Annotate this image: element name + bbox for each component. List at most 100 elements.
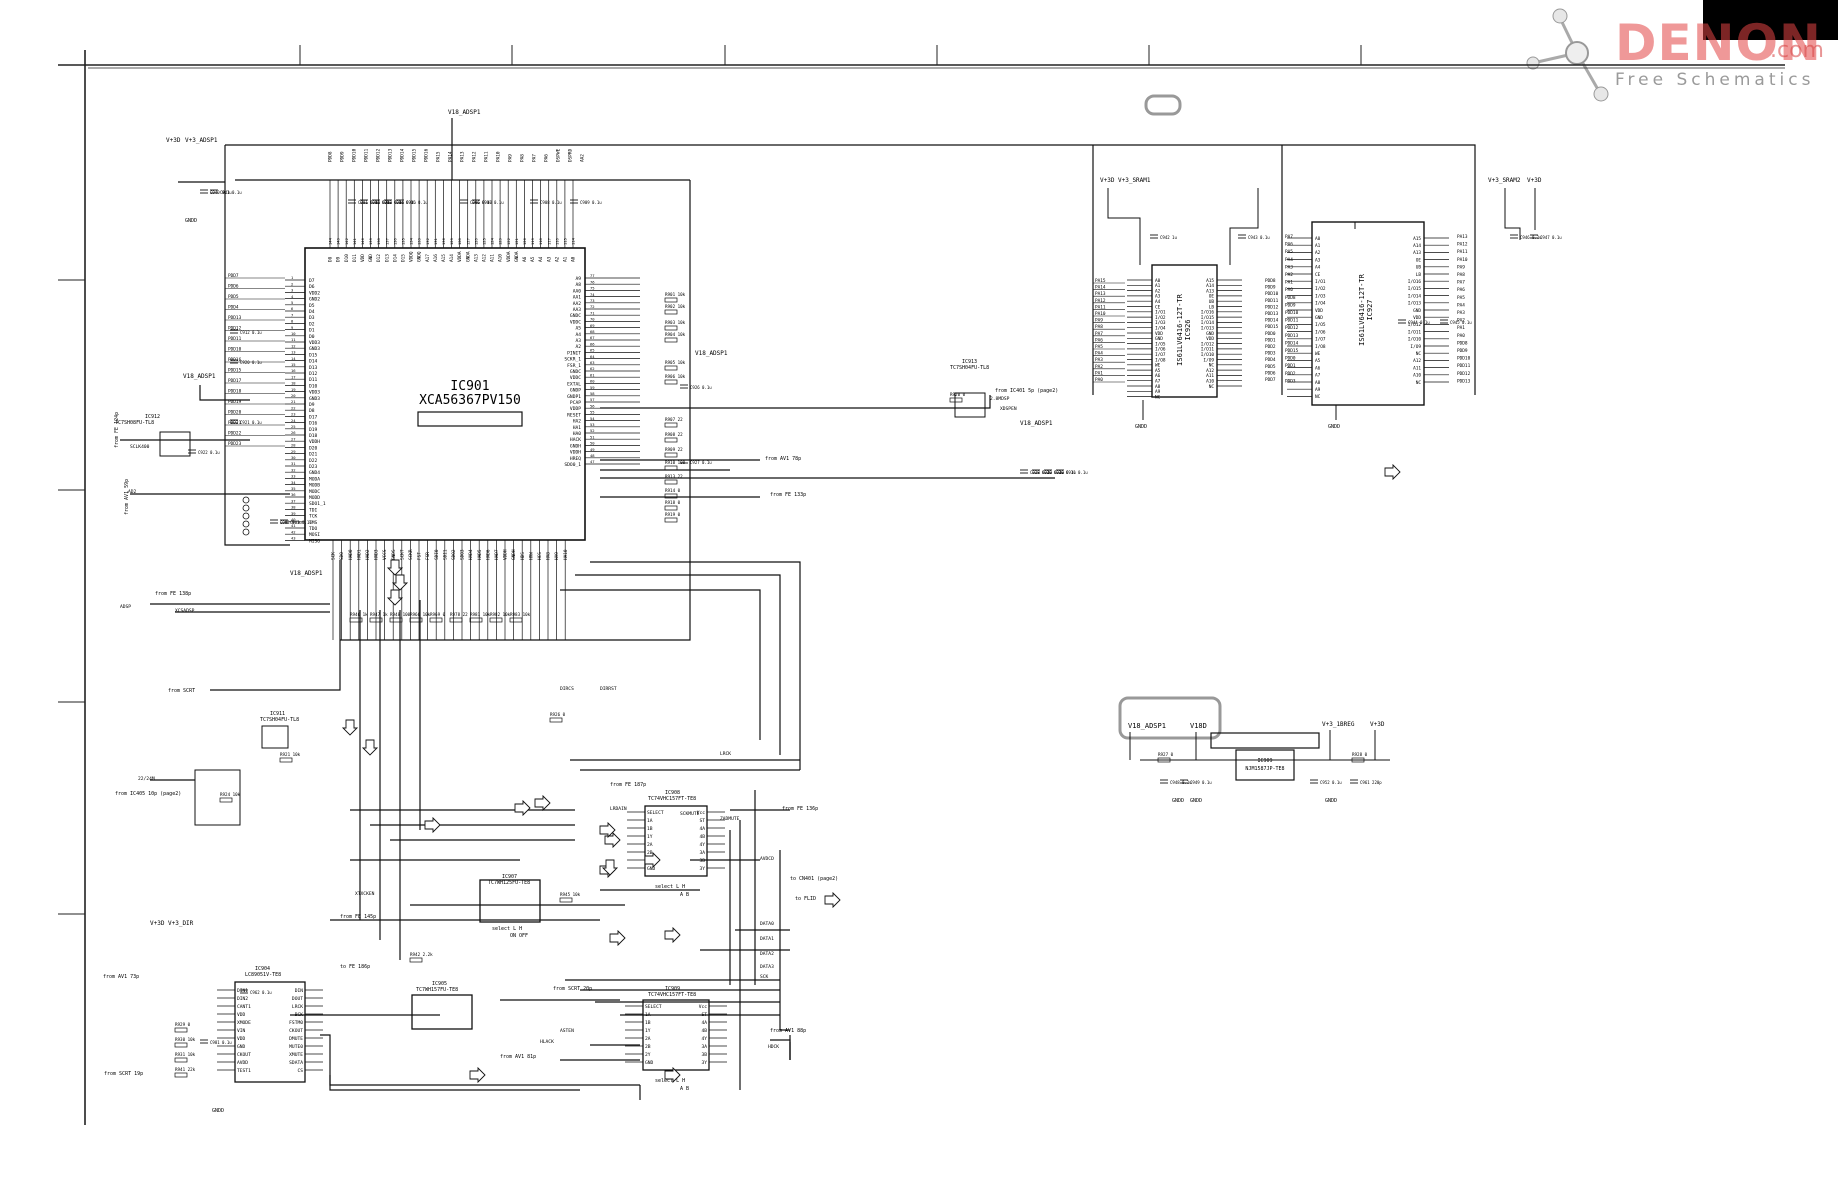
dsp-pin-number: 27 [291, 436, 296, 441]
ic926-ref: IC926 [1184, 319, 1192, 340]
dsp-pin-label: VDDH [503, 549, 509, 560]
dsp-pin-label: GNDA [514, 251, 520, 262]
signal-arrow-icon [664, 926, 681, 944]
ic905-ref: IC905 [432, 981, 447, 987]
dsp-pin-label: SCKR_1 [564, 357, 581, 363]
dsp-pin-number: 126 [473, 237, 478, 245]
dsp-pin-number: 24 [291, 418, 296, 423]
ic-pin-label: AVDD [237, 1060, 248, 1066]
sram-net-label: PA7 [1095, 331, 1103, 337]
dsp-top-net-label: PA7 [532, 154, 538, 162]
sram-pin-label: A9 [1315, 387, 1321, 393]
rail-v18d-reg: V18D [1190, 722, 1207, 730]
capacitor-label: C945 0.1u [1450, 320, 1472, 325]
dsp-pin-label: HRW [528, 552, 534, 560]
rail-v3-sram2: V+3_SRAM2 [1488, 177, 1521, 184]
sram-net-label: PA5 [1457, 295, 1465, 301]
logo-tagline: Free Schematics [1615, 70, 1815, 90]
dsp-pin-label: FSR [425, 552, 431, 560]
signal-arrow-icon [1384, 463, 1401, 481]
capacitor-label: C929 0.1u [1042, 470, 1064, 475]
dsp-pin-number: 116 [554, 237, 559, 245]
sram-pin-label: OE [1209, 294, 1215, 300]
dsp-pin-number: 14 [291, 356, 296, 361]
dsp-right-pins: A977A876AA075AA174AA273AA372GNDC71VDDC70… [564, 273, 640, 468]
dsp-pin-label: A5 [575, 326, 581, 332]
dsp-pin-label: GND [368, 254, 374, 262]
dsp-net-label: PDD20 [228, 410, 242, 416]
ic-pin-label: ST [699, 818, 705, 824]
dsp-pin-number: 140 [360, 237, 365, 245]
sram-pin-label: I/O9 [1410, 344, 1421, 350]
dsp-pin-label: PINIT [567, 350, 581, 356]
dsp-pin-label: TDI [309, 507, 318, 513]
rail-v3d-sram1: V+3D [1100, 177, 1115, 184]
ic-pin-label: SDATA [289, 1060, 303, 1066]
sram-net-label: PDD9 [1457, 348, 1468, 354]
resistor [664, 493, 678, 499]
ic907-buffer: IC907 TC7WH125FU-TE8 select L H ON OFF [479, 874, 541, 939]
sram-net-label: PA3 [1285, 264, 1293, 270]
resistor [664, 437, 678, 443]
ic-pin-label: Vcc [699, 1004, 708, 1010]
dsp-pin-number: 76 [590, 279, 595, 284]
sram-pin-label: CE [1315, 272, 1321, 278]
dsp-pin-number: 139 [368, 237, 373, 245]
dsp-pin-label: GNDA [465, 251, 471, 262]
dsp-pin-label: MODC [309, 489, 320, 495]
resistor [469, 617, 483, 623]
sram-pin-label: A10 [1413, 373, 1421, 379]
resistor-label: R905 10k [665, 360, 686, 365]
sram-pin-label: I/O8 [1155, 357, 1166, 363]
sram-net-label: PDD13 [1265, 311, 1279, 317]
note-from-fe-124: from FE 124p [114, 412, 120, 448]
resistor-label: R910 100 [665, 460, 686, 465]
resistor-label: R966 10k [410, 612, 431, 617]
reg-part: NJM1587JP-TE8 [1245, 766, 1284, 772]
ic911-ref: IC911 [270, 711, 285, 717]
ic-pin-label: DIN1 [237, 988, 248, 994]
dsp-pin-number: 117 [546, 238, 551, 245]
dsp-pin-label: HAD5 [477, 549, 483, 560]
net-label: XDSPEN [1000, 406, 1017, 412]
dsp-pin-label: A11 [490, 254, 496, 262]
capacitor-label: C949 0.1u [1190, 780, 1212, 785]
sram-pin-label: NC [1416, 380, 1422, 386]
dsp-pin-label: A2 [575, 344, 581, 350]
resistor-label: R926 0 [550, 712, 566, 717]
sram-pin-label: I/O7 [1315, 337, 1326, 343]
dsp-pin-label: A4 [575, 332, 581, 338]
dsp-pin-label: D13 [384, 254, 390, 262]
rail-v3-adsp1-left: V+3_ADSP1 [185, 137, 218, 144]
dsp-pin-label: GNDH [570, 443, 581, 449]
signal-arrow-icon [386, 559, 404, 576]
sram-net-label: PDD10 [1457, 356, 1471, 362]
sram-pin-label: I/O10 [1408, 337, 1422, 343]
dsp-pin-label: A0 [571, 256, 577, 262]
resistor [549, 717, 563, 723]
ic909-select-note: select L H [655, 1078, 685, 1084]
sram-net-label: PA9 [1457, 264, 1465, 270]
dsp-net-label: PDD12 [228, 326, 242, 332]
sram-net-label: PA6 [1095, 337, 1103, 343]
dsp-pin-number: 41 [291, 523, 296, 528]
sram-pin-label: I/O1 [1155, 310, 1166, 316]
dsp-pin-number: 29 [291, 449, 296, 454]
sram-pin-label: A13 [1413, 250, 1421, 256]
dsp-pin-label: GND2 [309, 297, 320, 303]
sram-pin-label: LB [1209, 304, 1215, 310]
sram-pin-label: I/O12 [1201, 341, 1215, 347]
sram-pin-label: I/O7 [1155, 352, 1166, 358]
dsp-pin-label: SDO [339, 552, 345, 560]
dsp-net-label: PDD5 [228, 294, 239, 300]
dsp-pin-label: HAD7 [494, 549, 500, 560]
ic-pin-label: 3Y [701, 1060, 707, 1066]
dsp-pin-label: SDO1_1 [309, 501, 326, 507]
dsp-pin-label: D11 [352, 254, 358, 262]
dsp-top-net-label: PDD15 [412, 148, 418, 162]
dsp-pin-number: 67 [590, 335, 595, 340]
signal-arrow-icon [386, 589, 404, 606]
